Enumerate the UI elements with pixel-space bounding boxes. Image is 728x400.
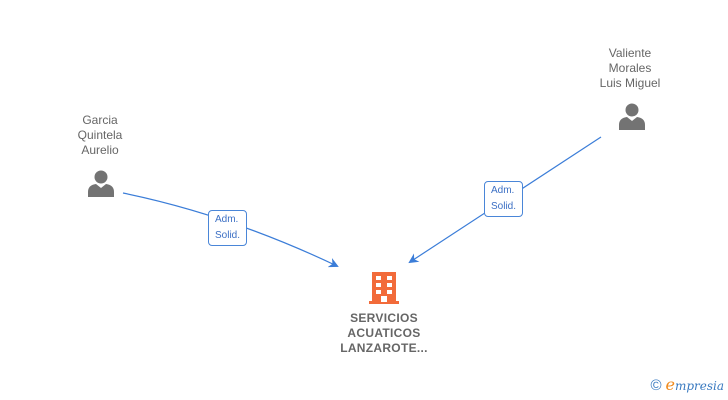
name-line: Morales <box>608 61 652 75</box>
empresia-logo-text: mpresia <box>674 379 724 393</box>
person-name-valiente-morales-luis-miguel[interactable]: Valiente Morales Luis Miguel <box>585 46 675 91</box>
building-icon[interactable] <box>367 271 401 305</box>
role-line: Adm. <box>491 185 515 196</box>
copyright-icon: © <box>650 377 662 394</box>
person-silhouette-icon[interactable] <box>617 101 647 131</box>
edge-label-valiente-role: Adm. Solid. <box>484 181 524 217</box>
name-line: SERVICIOS <box>350 311 418 325</box>
role-line: Solid. <box>491 201 517 212</box>
name-line: Quintela <box>77 128 123 142</box>
person-name-garcia-quintela-aurelio[interactable]: Garcia Quintela Aurelio <box>60 113 140 158</box>
edge-label-garcia-role: Adm. Solid. <box>208 210 248 246</box>
name-line: Valiente <box>608 46 652 60</box>
name-line: Aurelio <box>81 143 119 157</box>
person-silhouette-icon[interactable] <box>86 168 116 198</box>
role-line: Adm. <box>215 214 239 225</box>
empresia-logo-letter: e <box>665 375 675 394</box>
empresia-brand: © empresia <box>651 375 724 394</box>
name-line: ACUATICOS <box>347 326 421 340</box>
name-line: LANZAROTE... <box>340 341 428 355</box>
company-name-servicios-acuaticos-lanzarote[interactable]: SERVICIOS ACUATICOS LANZAROTE... <box>324 311 444 356</box>
name-line: Garcia <box>82 113 118 127</box>
role-line: Solid. <box>215 230 241 241</box>
name-line: Luis Miguel <box>599 76 661 90</box>
